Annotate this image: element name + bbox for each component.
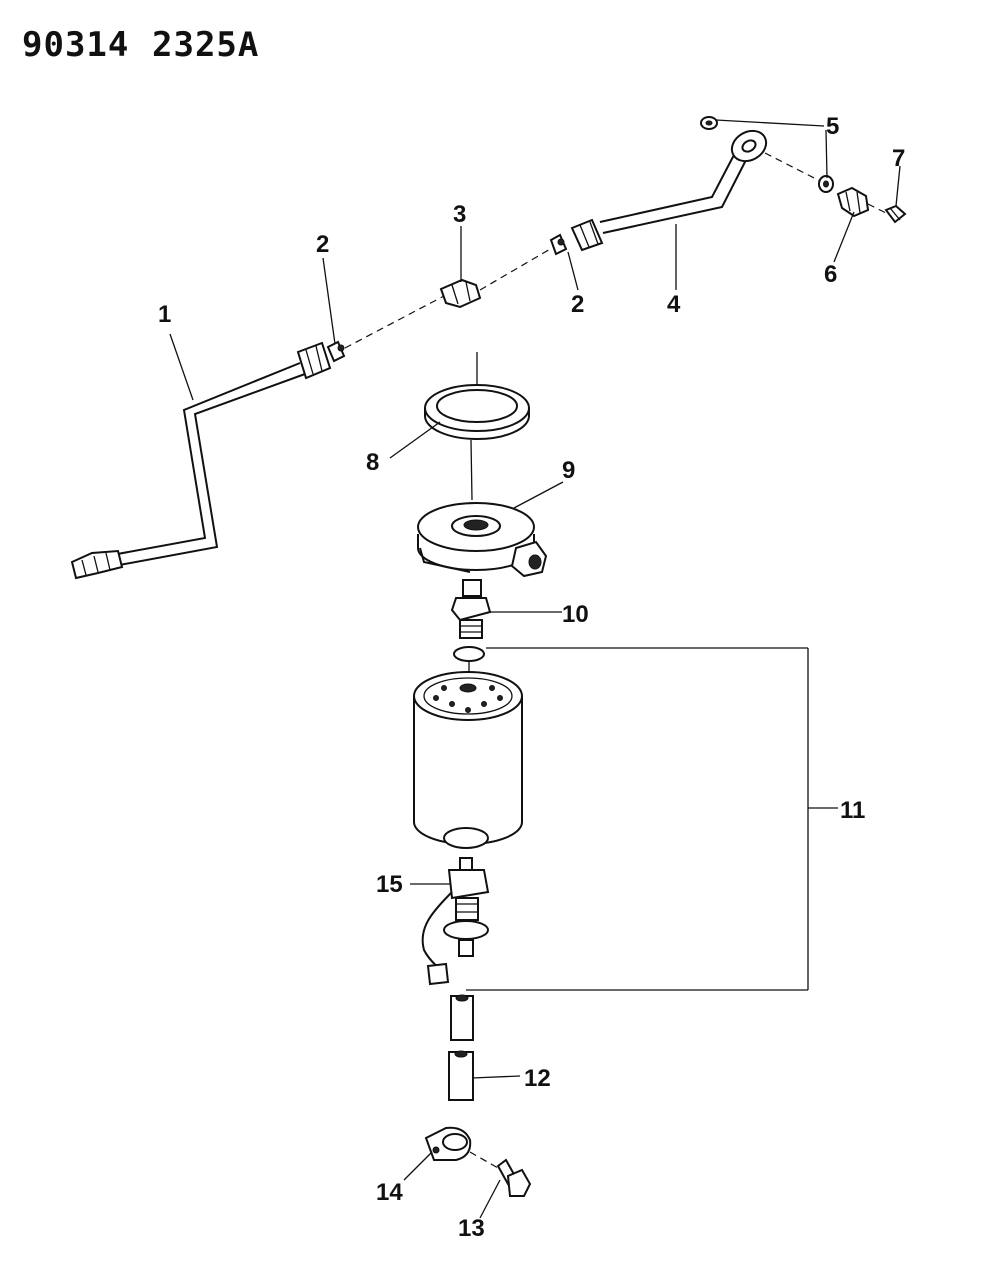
part-6-banjo-bolt (836, 186, 870, 218)
callout-10: 10 (562, 601, 589, 628)
part-8-seal-ring (424, 352, 530, 501)
part-5-washers (700, 116, 834, 193)
upper-o-ring (453, 646, 485, 662)
part-14-clamp (424, 1126, 472, 1161)
callout-6: 6 (824, 261, 837, 288)
part-1-fuel-line (70, 341, 332, 580)
callout-3: 3 (453, 201, 466, 228)
callout-14: 14 (376, 1179, 403, 1206)
part-7-screw (884, 204, 907, 224)
callout-11: 11 (840, 797, 865, 824)
part-2-fitting-left (326, 340, 346, 363)
doc-id-left: 90314 (22, 25, 129, 65)
part-9-filter-adapter (417, 502, 548, 578)
part-15-sensor (421, 857, 490, 986)
part-12-hose (448, 994, 474, 1101)
lower-o-ring (443, 827, 489, 849)
callout-15: 15 (376, 871, 403, 898)
callout-4: 4 (667, 291, 681, 318)
leader-lines (169, 119, 901, 1219)
part-4-fuel-line (570, 129, 768, 252)
part-2-fitting-right (549, 233, 568, 256)
callout-7: 7 (892, 145, 905, 172)
callout-2-left: 2 (316, 231, 329, 258)
callout-8: 8 (366, 449, 379, 476)
callout-5: 5 (826, 113, 839, 140)
callout-labels: 1 2 3 2 4 5 6 7 8 9 10 11 12 13 14 15 (158, 113, 905, 1242)
part-10-center-stud (450, 579, 492, 639)
callout-2-right: 2 (571, 291, 584, 318)
callout-12: 12 (524, 1065, 551, 1092)
part-11-bracket (466, 647, 838, 991)
part-3-union (439, 278, 482, 309)
part-13-bolt (496, 1158, 532, 1197)
callout-9: 9 (562, 457, 575, 484)
filter-canister (413, 671, 523, 845)
callout-1: 1 (158, 301, 171, 328)
doc-id-right: 2325A (152, 25, 259, 65)
callout-13: 13 (458, 1215, 485, 1242)
